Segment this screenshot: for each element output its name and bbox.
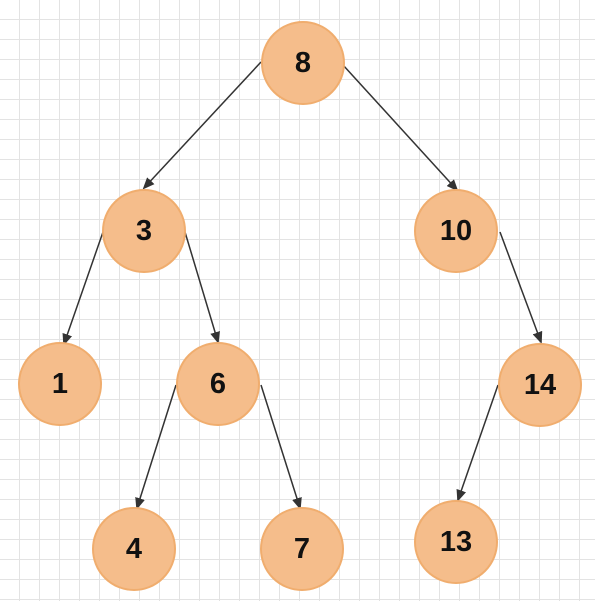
edge-8-to-3 <box>142 61 262 190</box>
tree-node-8: 8 <box>261 21 345 105</box>
node-label-10: 10 <box>439 214 473 247</box>
node-label-7: 7 <box>293 532 311 565</box>
node-label-13: 13 <box>439 525 473 558</box>
tree-node-13: 13 <box>414 500 498 584</box>
edge-10-to-14 <box>499 231 543 344</box>
node-label-1: 1 <box>51 367 69 400</box>
tree-node-1: 1 <box>18 342 102 426</box>
edge-8-to-10 <box>342 64 459 192</box>
node-label-3: 3 <box>135 214 153 247</box>
edge-6-to-4 <box>135 384 177 510</box>
node-label-8: 8 <box>294 46 312 79</box>
node-label-4: 4 <box>125 532 143 565</box>
edge-3-to-1 <box>62 231 104 346</box>
tree-node-4: 4 <box>92 507 176 591</box>
edge-6-to-7 <box>260 384 302 510</box>
tree-node-10: 10 <box>414 189 498 273</box>
node-label-6: 6 <box>209 367 227 400</box>
tree-node-3: 3 <box>102 189 186 273</box>
edge-3-to-6 <box>184 231 220 344</box>
tree-node-7: 7 <box>260 507 344 591</box>
node-label-14: 14 <box>523 368 557 401</box>
tree-node-14: 14 <box>498 343 582 427</box>
tree-node-6: 6 <box>176 342 260 426</box>
edge-14-to-13 <box>456 384 499 502</box>
